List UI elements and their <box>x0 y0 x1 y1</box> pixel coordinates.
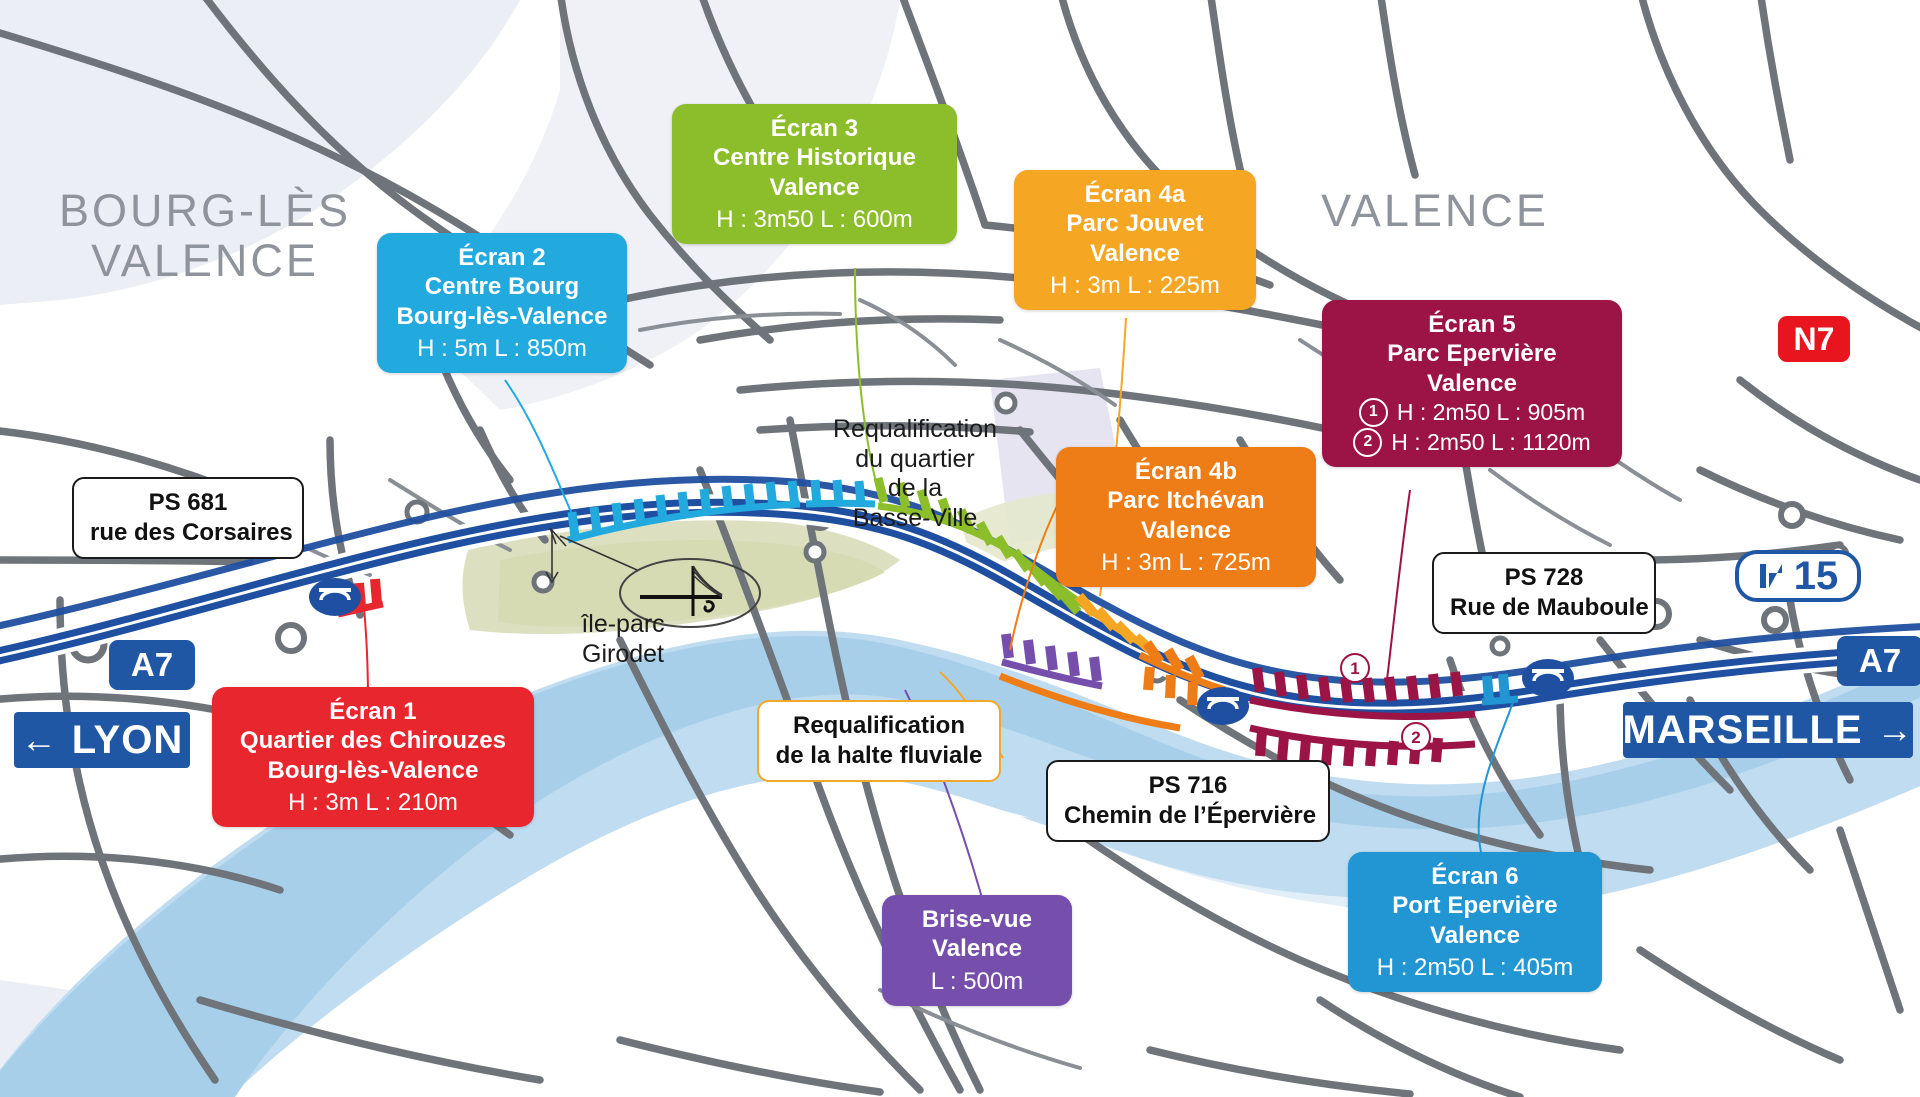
callout-line3: Valence <box>1426 369 1518 397</box>
city-label-line2: VALENCE <box>91 235 319 287</box>
psbox-ps-716[interactable]: PS 716 Chemin de l’Épervière <box>1046 760 1330 842</box>
run-number-1: 1 <box>1358 397 1388 427</box>
callout-line2: Parc Jouvet <box>1066 210 1204 238</box>
n7-label: N7 <box>1793 320 1835 357</box>
psbox-requalification-halte-fluviale[interactable]: Requalification de la halte fluviale <box>757 700 1001 782</box>
callout-brise-vue[interactable]: Brise-vue Valence L : 500m <box>882 895 1072 1006</box>
arrow-left-icon: ← <box>20 719 58 760</box>
callout-ecran-3[interactable]: Écran 3 Centre Historique Valence H : 3m… <box>672 104 957 245</box>
callout-ecran-2[interactable]: Écran 2 Centre Bourg Bourg-lès-Valence H… <box>377 233 627 374</box>
callout-dimensions: H : 2m50 L : 405m <box>1376 953 1574 981</box>
arrow-right-icon: → <box>1876 709 1914 750</box>
callout-ecran-6[interactable]: Écran 6 Port Epervière Valence H : 2m50 … <box>1348 852 1602 993</box>
psbox-line1: PS 716 <box>1148 772 1228 799</box>
callout-dimensions-1: H : 2m50 L : 905m <box>1396 399 1586 426</box>
road-sign-marseille[interactable]: MARSEILLE → <box>1622 702 1914 758</box>
callout-dimensions: H : 5m L : 850m <box>417 334 587 362</box>
psbox-line2: de la halte fluviale <box>775 742 983 769</box>
marseille-label: MARSEILLE <box>1622 707 1863 752</box>
city-label-bourg-les-valence: BOURG-LÈS VALENCE <box>40 185 370 287</box>
callout-line3: Valence <box>769 173 860 201</box>
psbox-line1: PS 681 <box>148 489 228 516</box>
a7-label: A7 <box>130 646 174 683</box>
psbox-line2: rue des Corsaires <box>90 519 293 546</box>
callout-line2: Centre Historique <box>712 144 917 172</box>
callout-dimensions: H : 3m L : 225m <box>1050 271 1220 299</box>
exit-15-label: 15 <box>1793 553 1839 598</box>
callout-line3: Valence <box>1089 239 1181 267</box>
callout-dimensions: H : 3m L : 725m <box>1101 548 1271 576</box>
label-ile-parc-girodet: île-parc Girodet <box>581 610 665 668</box>
callout-line2: Quartier des Chirouzes <box>239 727 507 755</box>
road-sign-a7-west[interactable]: A7 <box>109 640 195 690</box>
callout-title: Écran 4a <box>1084 181 1186 208</box>
road-sign-lyon[interactable]: ← LYON <box>14 712 190 768</box>
psbox-line1: PS 728 <box>1504 564 1584 591</box>
motorway-exit-icon <box>1759 564 1782 588</box>
barrier-marker-1: 1 <box>1350 659 1360 678</box>
callout-ecran-4b[interactable]: Écran 4b Parc Itchévan Valence H : 3m L … <box>1056 447 1316 588</box>
callout-ecran-1[interactable]: Écran 1 Quartier des Chirouzes Bourg-lès… <box>212 687 534 828</box>
callout-line3: Bourg-lès-Valence <box>267 756 479 784</box>
callout-dimensions: H : 3m50 L : 600m <box>716 205 913 233</box>
city-label-valence: VALENCE <box>1290 185 1580 236</box>
callout-line3: Valence <box>1140 516 1232 544</box>
callout-line2: Valence <box>931 935 1023 963</box>
callout-title: Écran 4b <box>1134 458 1238 485</box>
callout-dim-row-2: 2 H : 2m50 L : 1120m <box>1338 427 1606 457</box>
run-number-2: 2 <box>1353 427 1383 457</box>
callout-title: Écran 5 <box>1428 311 1516 338</box>
callout-line2: Parc Itchévan <box>1107 487 1265 515</box>
callout-title: Écran 6 <box>1431 863 1519 890</box>
road-sign-a7-east[interactable]: A7 <box>1837 636 1920 686</box>
label-requalification-basse-ville: Requalification du quartier de la Basse-… <box>833 415 997 532</box>
callout-dim-row-1: 1 H : 2m50 L : 905m <box>1338 397 1606 427</box>
city-label-line1: BOURG-LÈS <box>58 185 352 236</box>
lyon-label: LYON <box>71 717 184 762</box>
callout-line2: Port Epervière <box>1392 892 1558 920</box>
city-label-line1: VALENCE <box>1321 185 1549 236</box>
road-shield-exit-15[interactable]: 15 <box>1735 550 1861 602</box>
callout-dimensions: H : 3m L : 210m <box>288 788 458 816</box>
callout-ecran-5[interactable]: Écran 5 Parc Epervière Valence 1 H : 2m5… <box>1322 300 1622 467</box>
psbox-line1: Requalification <box>792 712 966 739</box>
callout-line3: Valence <box>1429 921 1521 949</box>
callout-line2: Parc Epervière <box>1387 340 1557 368</box>
callout-ecran-4a[interactable]: Écran 4a Parc Jouvet Valence H : 3m L : … <box>1014 170 1256 311</box>
psbox-ps-681[interactable]: PS 681 rue des Corsaires <box>72 477 304 559</box>
callout-title: Écran 3 <box>770 115 859 142</box>
psbox-line2: Chemin de l’Épervière <box>1064 802 1317 829</box>
callout-dimensions-2: H : 2m50 L : 1120m <box>1391 429 1591 456</box>
a7-label: A7 <box>1858 642 1902 679</box>
psbox-line2: Rue de Mauboule <box>1450 594 1649 621</box>
road-shield-n7[interactable]: N7 <box>1778 316 1850 362</box>
callout-title: Brise-vue <box>921 906 1033 933</box>
callout-dimensions: L : 500m <box>930 967 1024 995</box>
callout-title: Écran 1 <box>329 698 417 725</box>
psbox-ps-728[interactable]: PS 728 Rue de Mauboule <box>1432 552 1656 634</box>
callout-line2: Centre Bourg <box>424 273 580 301</box>
callout-line3: Bourg-lès-Valence <box>396 302 608 330</box>
callout-title: Écran 2 <box>458 244 546 271</box>
barrier-marker-2: 2 <box>1411 728 1421 747</box>
